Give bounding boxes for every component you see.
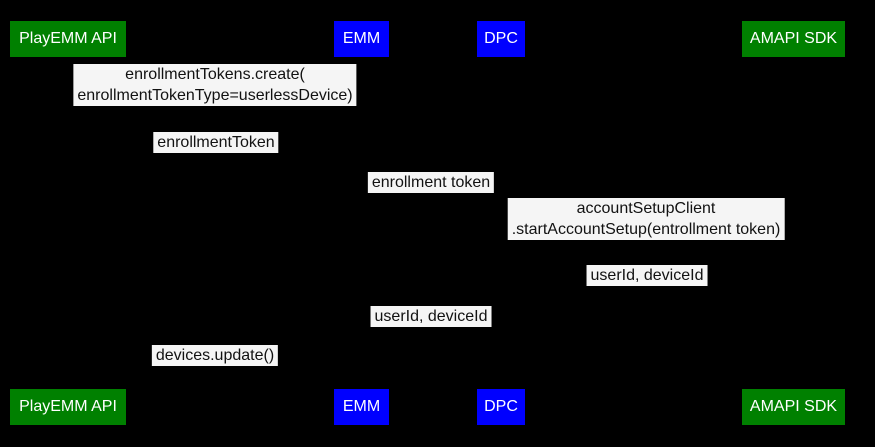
message-enrollment-token-return: enrollmentToken — [153, 132, 279, 153]
message-line: enrollmentTokenType=userlessDevice) — [77, 87, 353, 104]
message-line: accountSetupClient — [576, 200, 716, 217]
message-line: devices.update() — [155, 347, 275, 364]
actor-box-playemm-api-bottom: PlayEMM API — [10, 389, 126, 425]
message-line: enrollmentTokens.create( — [125, 66, 305, 83]
actor-box-playemm-api-top: PlayEMM API — [10, 21, 126, 57]
actor-box-emm-top: EMM — [334, 21, 389, 57]
actor-box-emm-bottom: EMM — [334, 389, 389, 425]
message-devices-update: devices.update() — [151, 345, 279, 366]
message-line: userId, deviceId — [374, 308, 488, 325]
actor-box-amapi-sdk-bottom: AMAPI SDK — [742, 389, 845, 425]
message-line: enrollmentToken — [157, 134, 275, 151]
message-line: enrollment token — [371, 174, 491, 191]
actor-box-dpc-bottom: DPC — [477, 389, 525, 425]
message-enrollment-token-to-dpc: enrollment token — [367, 172, 495, 193]
message-userid-deviceid-to-dpc: userId, deviceId — [586, 265, 708, 286]
message-enrollment-tokens-create: enrollmentTokens.create( enrollmentToken… — [73, 64, 357, 106]
actor-box-dpc-top: DPC — [477, 21, 525, 57]
message-line: userId, deviceId — [590, 267, 704, 284]
message-userid-deviceid-to-emm: userId, deviceId — [370, 306, 492, 327]
message-line: .startAccountSetup(entrollment token) — [511, 221, 781, 238]
message-start-account-setup: accountSetupClient .startAccountSetup(en… — [507, 198, 785, 240]
actor-box-amapi-sdk-top: AMAPI SDK — [742, 21, 845, 57]
